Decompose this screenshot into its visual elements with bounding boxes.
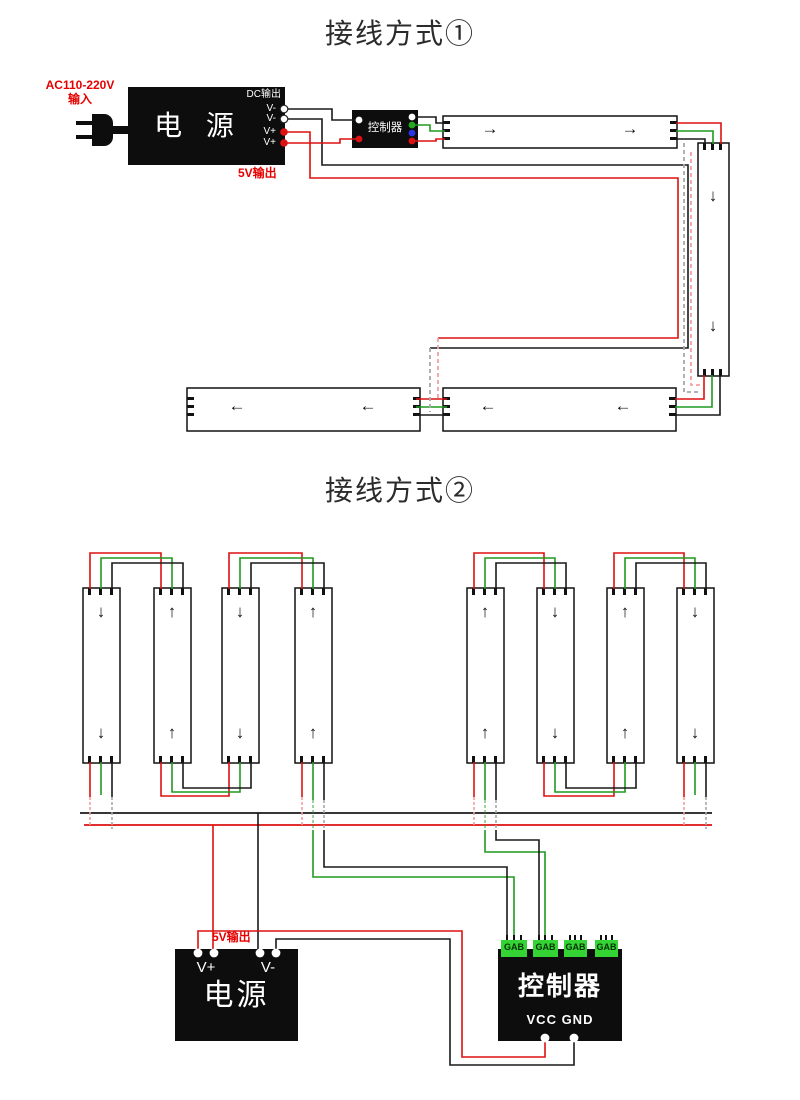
- strip-arrow: ←: [228, 396, 246, 415]
- strip-arrow: →: [481, 119, 499, 138]
- strip-arrow: ↓: [235, 602, 245, 621]
- power-supply-box-1: [128, 87, 285, 165]
- controller-box-1: [352, 110, 418, 148]
- power-bus-lines: [80, 812, 712, 826]
- vcc-gnd-label: VCC GND: [526, 1012, 594, 1027]
- strip-arrow: ↑: [620, 723, 630, 742]
- terminal-label-vplus-2: V+: [263, 137, 276, 148]
- strip-arrow: ↓: [96, 723, 106, 742]
- strip-arrow: ↓: [550, 723, 560, 742]
- controller-vcc-gnd-pins: [540, 1033, 579, 1043]
- strip-arrow: ←: [479, 396, 497, 415]
- led-strips-section1: [186, 115, 730, 432]
- power-supply-name-1: 电 源: [154, 110, 242, 141]
- gab-port-label: GAB: [596, 942, 617, 952]
- terminal-label-vminus-2: V-: [266, 113, 276, 124]
- ac-input-label-line1: AC110-220V: [45, 78, 115, 92]
- strip-arrow: →: [621, 119, 639, 138]
- strip-arrow: ←: [614, 396, 632, 415]
- terminal-label-vplus-1: V+: [263, 126, 276, 137]
- ac-input-label-line2: 输入: [67, 92, 92, 106]
- section1-black-wires: [285, 108, 721, 416]
- terminal-label-vminus: V-: [260, 959, 276, 976]
- section2-title: 接线方式②: [324, 475, 475, 506]
- strip-arrow: ↓: [235, 723, 245, 742]
- strip-arrow: ↑: [167, 723, 177, 742]
- gab-port-label: GAB: [504, 942, 524, 952]
- dc-output-label: DC输出: [246, 89, 281, 100]
- controller-pins-1: [355, 113, 416, 145]
- strip-arrow: ↑: [308, 723, 318, 742]
- strip-arrow: ↓: [96, 602, 106, 621]
- led-strips-section2: [82, 587, 715, 764]
- power-plug-icon: [76, 114, 130, 146]
- strip-arrow: ↓: [708, 186, 718, 205]
- five-v-output-label-2: 5V输出: [212, 930, 251, 944]
- strip-arrow: ↑: [480, 602, 490, 621]
- section1-green-wires: [413, 124, 714, 408]
- section1-dashed-feed-wires: [429, 143, 703, 412]
- power-supply-box-2: [175, 949, 298, 1041]
- controller-gab-connectors: [501, 935, 618, 957]
- section1-title: 接线方式①: [324, 18, 475, 49]
- strip-arrow: ↓: [690, 602, 700, 621]
- strip-pins-section2: [88, 588, 707, 763]
- strip-arrow: ↑: [480, 723, 490, 742]
- strip-arrow: ↑: [167, 602, 177, 621]
- section2-bottom-jumpers: [160, 762, 637, 797]
- five-v-output-label-1: 5V输出: [238, 166, 277, 180]
- section2-drop-wires: [89, 762, 707, 829]
- power-terminals-1: [279, 104, 289, 147]
- section1-red-wires: [285, 122, 722, 400]
- controller-box-2: [498, 949, 622, 1041]
- strip-arrow: ↓: [550, 602, 560, 621]
- terminal-label-vminus-1: V-: [266, 103, 276, 114]
- terminal-label-vplus: V+: [196, 959, 216, 976]
- strip-arrow: ↑: [308, 602, 318, 621]
- section2-power-wires: [197, 813, 575, 1066]
- strip-arrow: ←: [359, 396, 377, 415]
- controller-name-1: 控制器: [367, 122, 403, 134]
- gab-port-label: GAB: [535, 942, 556, 952]
- gab-port-label: GAB: [565, 942, 586, 952]
- strip-arrow: ↓: [708, 316, 718, 335]
- strip-arrow: ↑: [620, 602, 630, 621]
- section2-controller-wires: [312, 762, 546, 941]
- power-terminals-2: [193, 948, 281, 958]
- strip-arrow: ↓: [690, 723, 700, 742]
- controller-name-2: 控制器: [517, 971, 602, 1001]
- power-supply-name-2: 电源: [203, 979, 270, 1012]
- section2-top-jumpers: [89, 552, 707, 589]
